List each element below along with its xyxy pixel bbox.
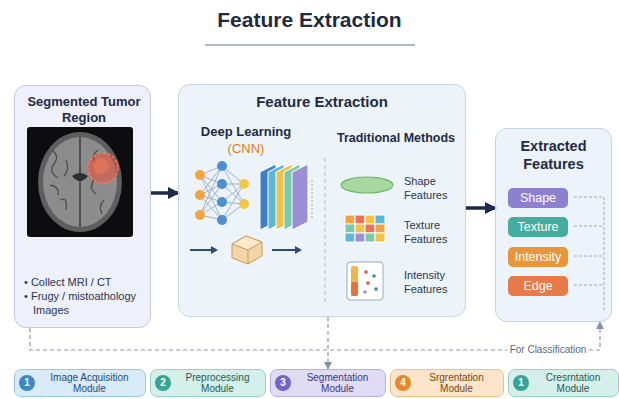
feature-caption: Shape Features <box>404 174 462 202</box>
mri-scan <box>27 127 133 237</box>
section-subheading: (CNN) <box>186 141 306 157</box>
step-number: 3 <box>275 375 291 391</box>
flow-arrow <box>151 191 178 195</box>
step-number: 2 <box>155 375 171 391</box>
diagram-title: Feature Extraction <box>0 7 619 33</box>
feature-tag: Texture <box>508 217 568 237</box>
module-name: Cresrntation Module <box>533 372 613 394</box>
bullet-text: • Collect MRI / CT <box>24 275 144 289</box>
module-pill: 1Image Acquisition Module <box>14 369 146 397</box>
section-heading: Deep Learning <box>186 124 306 140</box>
feature-tag-text: Texture <box>514 219 562 235</box>
panel-ground <box>178 84 466 317</box>
panel-ground <box>495 128 612 322</box>
feature-tag-text: Edge <box>514 278 562 294</box>
region-panel: Segmented Tumor Region • Collect MRI / CT… <box>14 85 151 328</box>
section-heading: Traditional Methods <box>328 130 464 146</box>
intensity-icon <box>347 262 383 300</box>
feature-tag-text: Intensity <box>514 249 562 265</box>
connector-label: For Classification <box>507 344 590 356</box>
title-underline <box>205 44 415 46</box>
module-pill: 1Cresrntation Module <box>508 369 619 397</box>
step-number: 1 <box>513 375 529 391</box>
module-name: Image Acquisition Module <box>39 372 140 394</box>
neural-network <box>195 161 249 225</box>
feature-maps <box>260 164 312 230</box>
step-number: 1 <box>19 375 35 391</box>
output-panel: Extracted FeaturesShapeTextureIntensityE… <box>495 128 612 322</box>
texture-icon <box>345 215 385 242</box>
step-number: 4 <box>395 375 411 391</box>
method-divider <box>324 158 325 305</box>
module-pill: 4Srgrentation Module <box>390 369 504 397</box>
leader-lines <box>574 197 604 310</box>
module-name: Preprocessing Module <box>175 372 260 394</box>
feature-tag: Shape <box>508 188 568 208</box>
panel-heading: Feature Extraction <box>187 93 457 111</box>
panel-heading: Extracted Features <box>500 137 607 173</box>
flow-arrow <box>466 206 495 210</box>
module-pill: 2Preprocessing Module <box>150 369 266 397</box>
bullet-text: • Frugy / mistoathology Images <box>24 289 144 317</box>
feature-tag-text: Shape <box>514 190 562 206</box>
shape-icon <box>341 177 393 193</box>
feature-caption: Intensity Features <box>404 268 462 296</box>
feature-tag: Edge <box>508 276 568 296</box>
module-name: Segmentation Module <box>295 372 380 394</box>
panel-heading: Segmented Tumor Region <box>24 94 144 126</box>
feature-caption: Texture Features <box>404 218 462 246</box>
cnn-flow <box>190 236 302 264</box>
module-name: Srgrentation Module <box>415 372 498 394</box>
panel-ground <box>14 85 151 328</box>
module-pill: 3Segmentation Module <box>270 369 386 397</box>
dashed-connector <box>327 317 328 369</box>
feature-tag: Intensity <box>508 247 568 267</box>
